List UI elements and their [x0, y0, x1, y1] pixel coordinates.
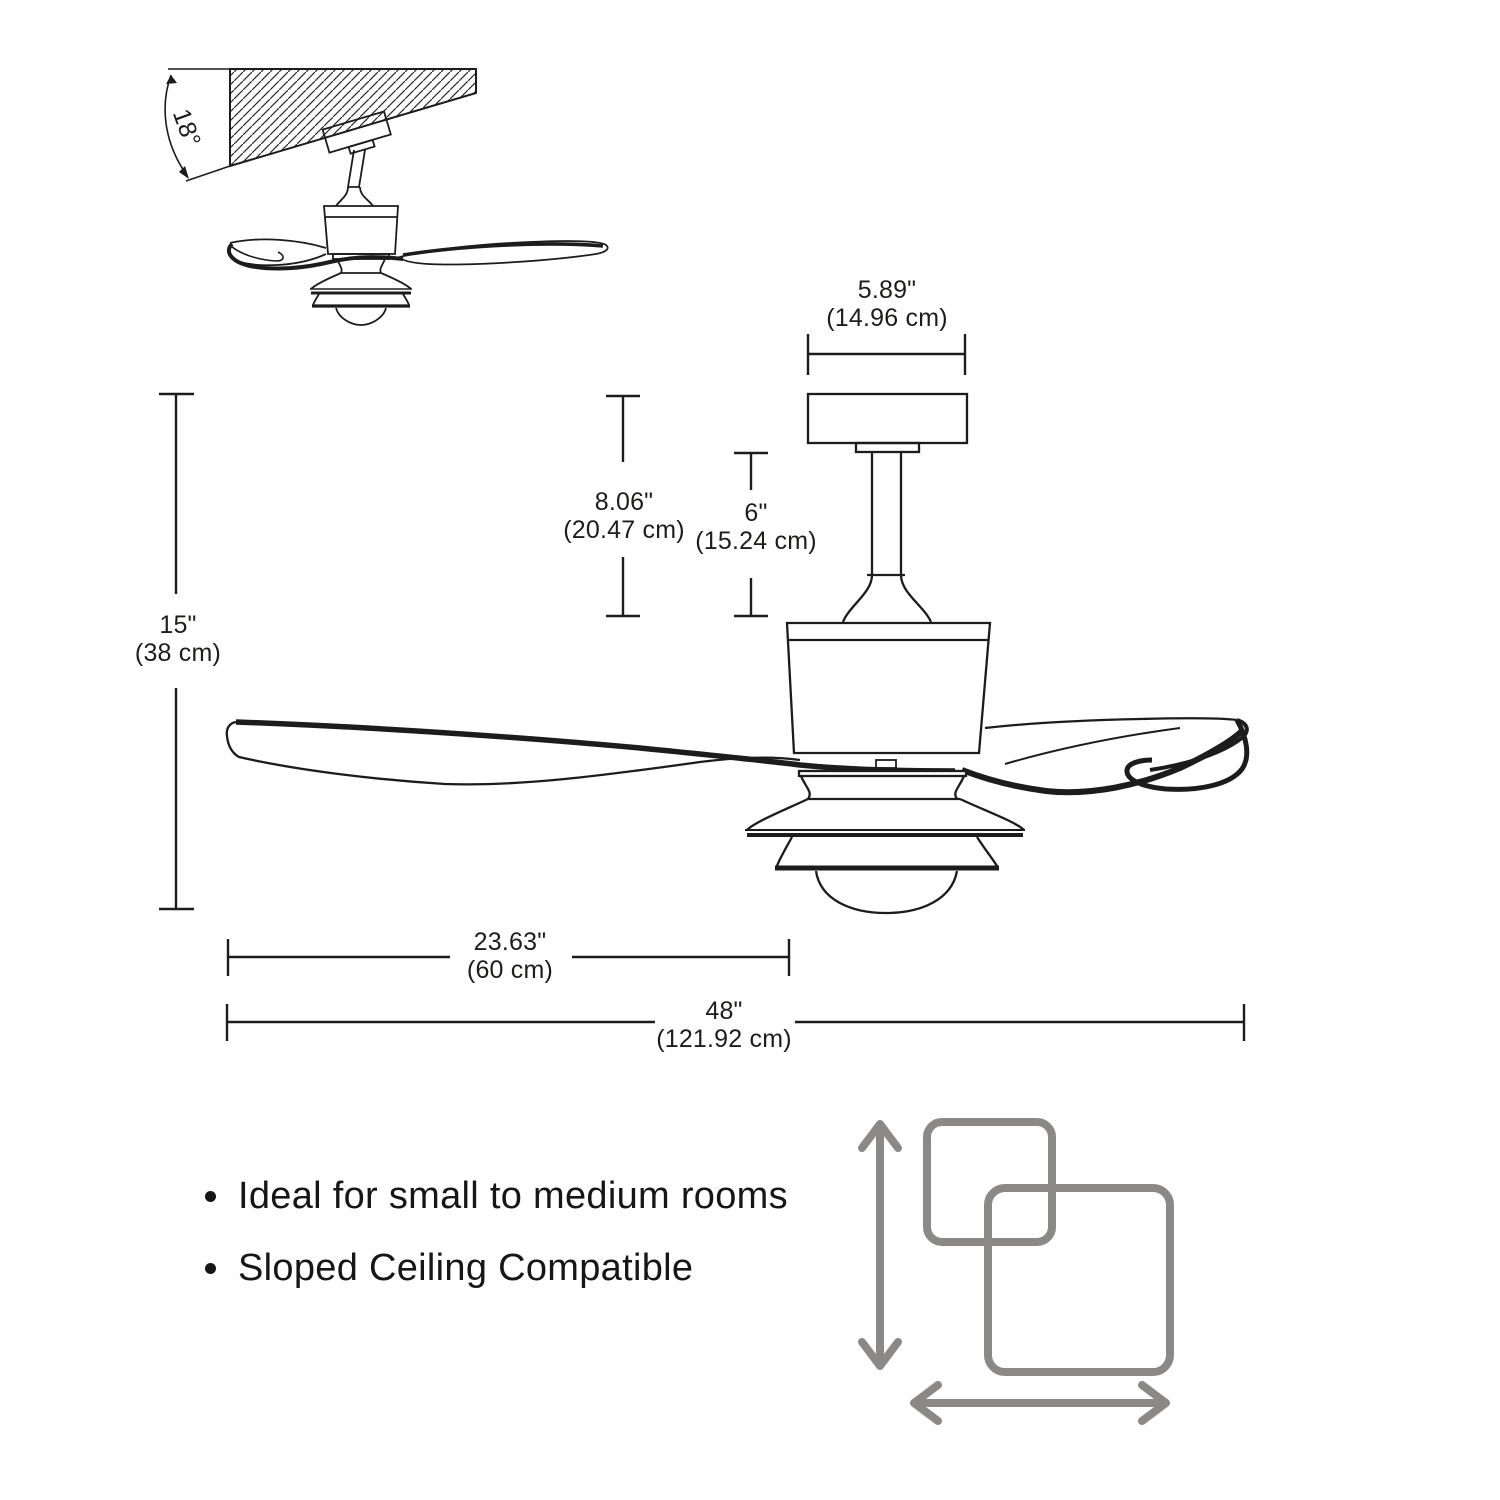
dim-label-blade-length: 23.63" (60 cm) — [467, 928, 553, 984]
dim-metric: (20.47 cm) — [563, 516, 685, 544]
dim-label-fan-span: 48" (121.92 cm) — [656, 997, 792, 1053]
downrod — [870, 452, 903, 575]
dim-label-ceiling-to-motor: 8.06" (20.47 cm) — [563, 488, 684, 544]
dim-metric: (60 cm) — [466, 956, 554, 984]
ball-coupling — [841, 573, 933, 623]
dim-label-canopy-width: 5.89" (14.96 cm) — [826, 276, 947, 332]
dim-line-blade-length — [226, 939, 791, 976]
dim-inches: 6" — [744, 499, 768, 527]
bullet-icon — [205, 1190, 216, 1202]
dim-line-fan-span — [225, 1004, 1246, 1041]
dim-label-downrod: 6" (15.24 cm) — [695, 499, 816, 555]
dim-inches: 15" — [159, 611, 197, 639]
bullet-icon — [205, 1262, 216, 1274]
dim-inches: 5.89" — [857, 276, 917, 304]
list-item: Ideal for small to medium rooms — [205, 1172, 788, 1220]
large-square-icon — [984, 1184, 1174, 1376]
dim-inches: 23.63" — [473, 928, 547, 956]
canopy — [806, 392, 969, 445]
dim-inches: 8.06" — [594, 488, 654, 516]
light-fixture — [745, 769, 1025, 915]
feature-text: Ideal for small to medium rooms — [238, 1175, 788, 1217]
dimension-lines — [159, 334, 1246, 1041]
dim-metric: (15.24 cm) — [695, 527, 817, 555]
dim-line-ceiling-to-motor — [606, 394, 640, 618]
dim-metric: (121.92 cm) — [656, 1025, 792, 1053]
horizontal-arrow-icon — [910, 1381, 1170, 1425]
canopy-collar — [854, 441, 921, 454]
dim-label-fan-height: 15" (38 cm) — [135, 611, 221, 667]
dim-line-fan-height — [159, 392, 194, 911]
dim-metric: (14.96 cm) — [826, 304, 948, 332]
dim-line-canopy-width — [806, 334, 967, 375]
motor-housing — [785, 621, 992, 769]
fan-front-view — [225, 392, 1250, 915]
dim-line-downrod — [734, 451, 768, 618]
fan-blades — [225, 717, 1250, 796]
sloped-ceiling-illustration — [164, 68, 609, 326]
dim-inches: 48" — [705, 997, 743, 1025]
light-dome — [814, 870, 959, 915]
list-item: Sloped Ceiling Compatible — [205, 1244, 788, 1292]
vertical-arrow-icon — [858, 1120, 902, 1370]
feature-list: Ideal for small to medium rooms Sloped C… — [205, 1172, 788, 1316]
size-comparison-icon — [858, 1118, 1174, 1425]
feature-text: Sloped Ceiling Compatible — [238, 1247, 694, 1289]
dim-metric: (38 cm) — [134, 639, 222, 667]
